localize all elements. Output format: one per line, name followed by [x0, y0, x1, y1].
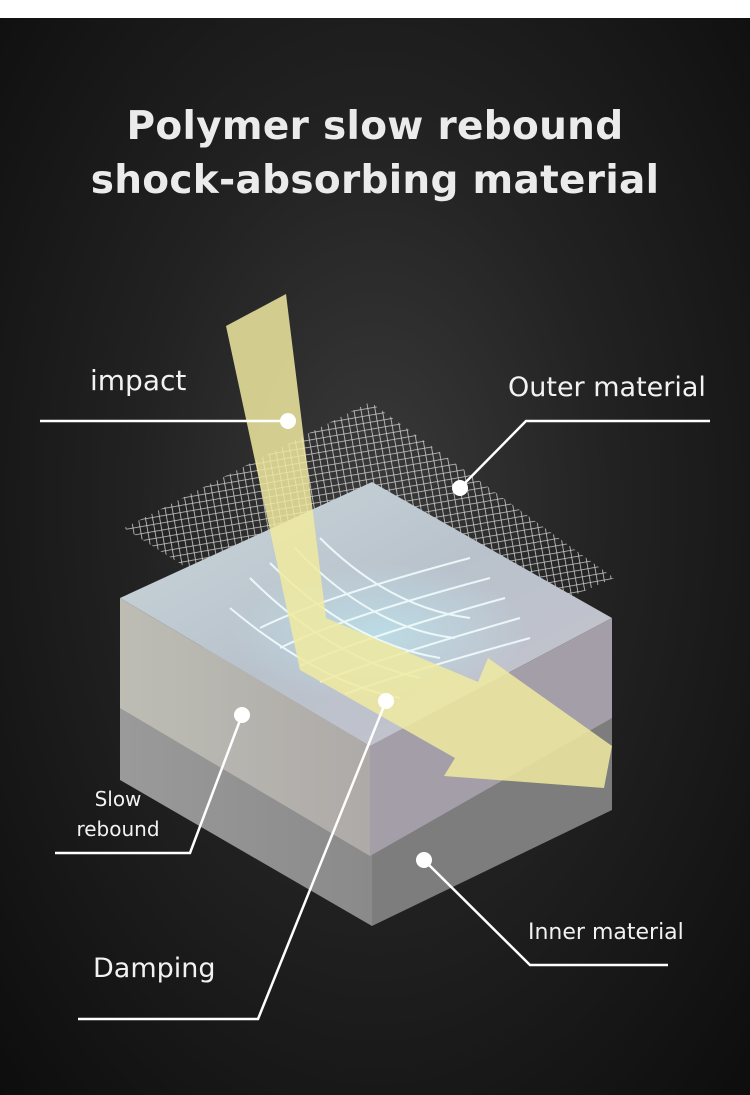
outer-dot	[452, 480, 468, 496]
title-line-1: Polymer slow rebound	[126, 104, 624, 149]
page-title: Polymer slow rebound shock-absorbing mat…	[0, 100, 750, 208]
inner-callout-line	[423, 859, 668, 967]
slow-rebound-callout-line	[55, 714, 244, 855]
title-line-2: shock-absorbing material	[90, 158, 660, 203]
impact-dot	[280, 413, 296, 429]
label-inner-material: Inner material	[528, 920, 684, 945]
impact-arrow	[226, 294, 612, 788]
inner-dot	[416, 852, 432, 868]
slow-rebound-dot	[234, 707, 250, 723]
label-slow-rebound: Slow rebound	[70, 784, 166, 844]
label-impact: impact	[90, 364, 187, 397]
layer-diagram	[40, 294, 710, 1021]
label-outer-material: Outer material	[508, 372, 706, 403]
diagram-canvas: Polymer slow rebound shock-absorbing mat…	[0, 18, 750, 1095]
outer-callout-line	[459, 419, 710, 489]
label-damping: Damping	[93, 953, 216, 984]
callout-lines	[40, 419, 710, 1021]
damping-callout-line	[78, 700, 388, 1021]
damping-dot	[378, 693, 394, 709]
label-slow-rebound-line-1: Slow	[94, 787, 142, 811]
label-slow-rebound-line-2: rebound	[76, 817, 160, 841]
